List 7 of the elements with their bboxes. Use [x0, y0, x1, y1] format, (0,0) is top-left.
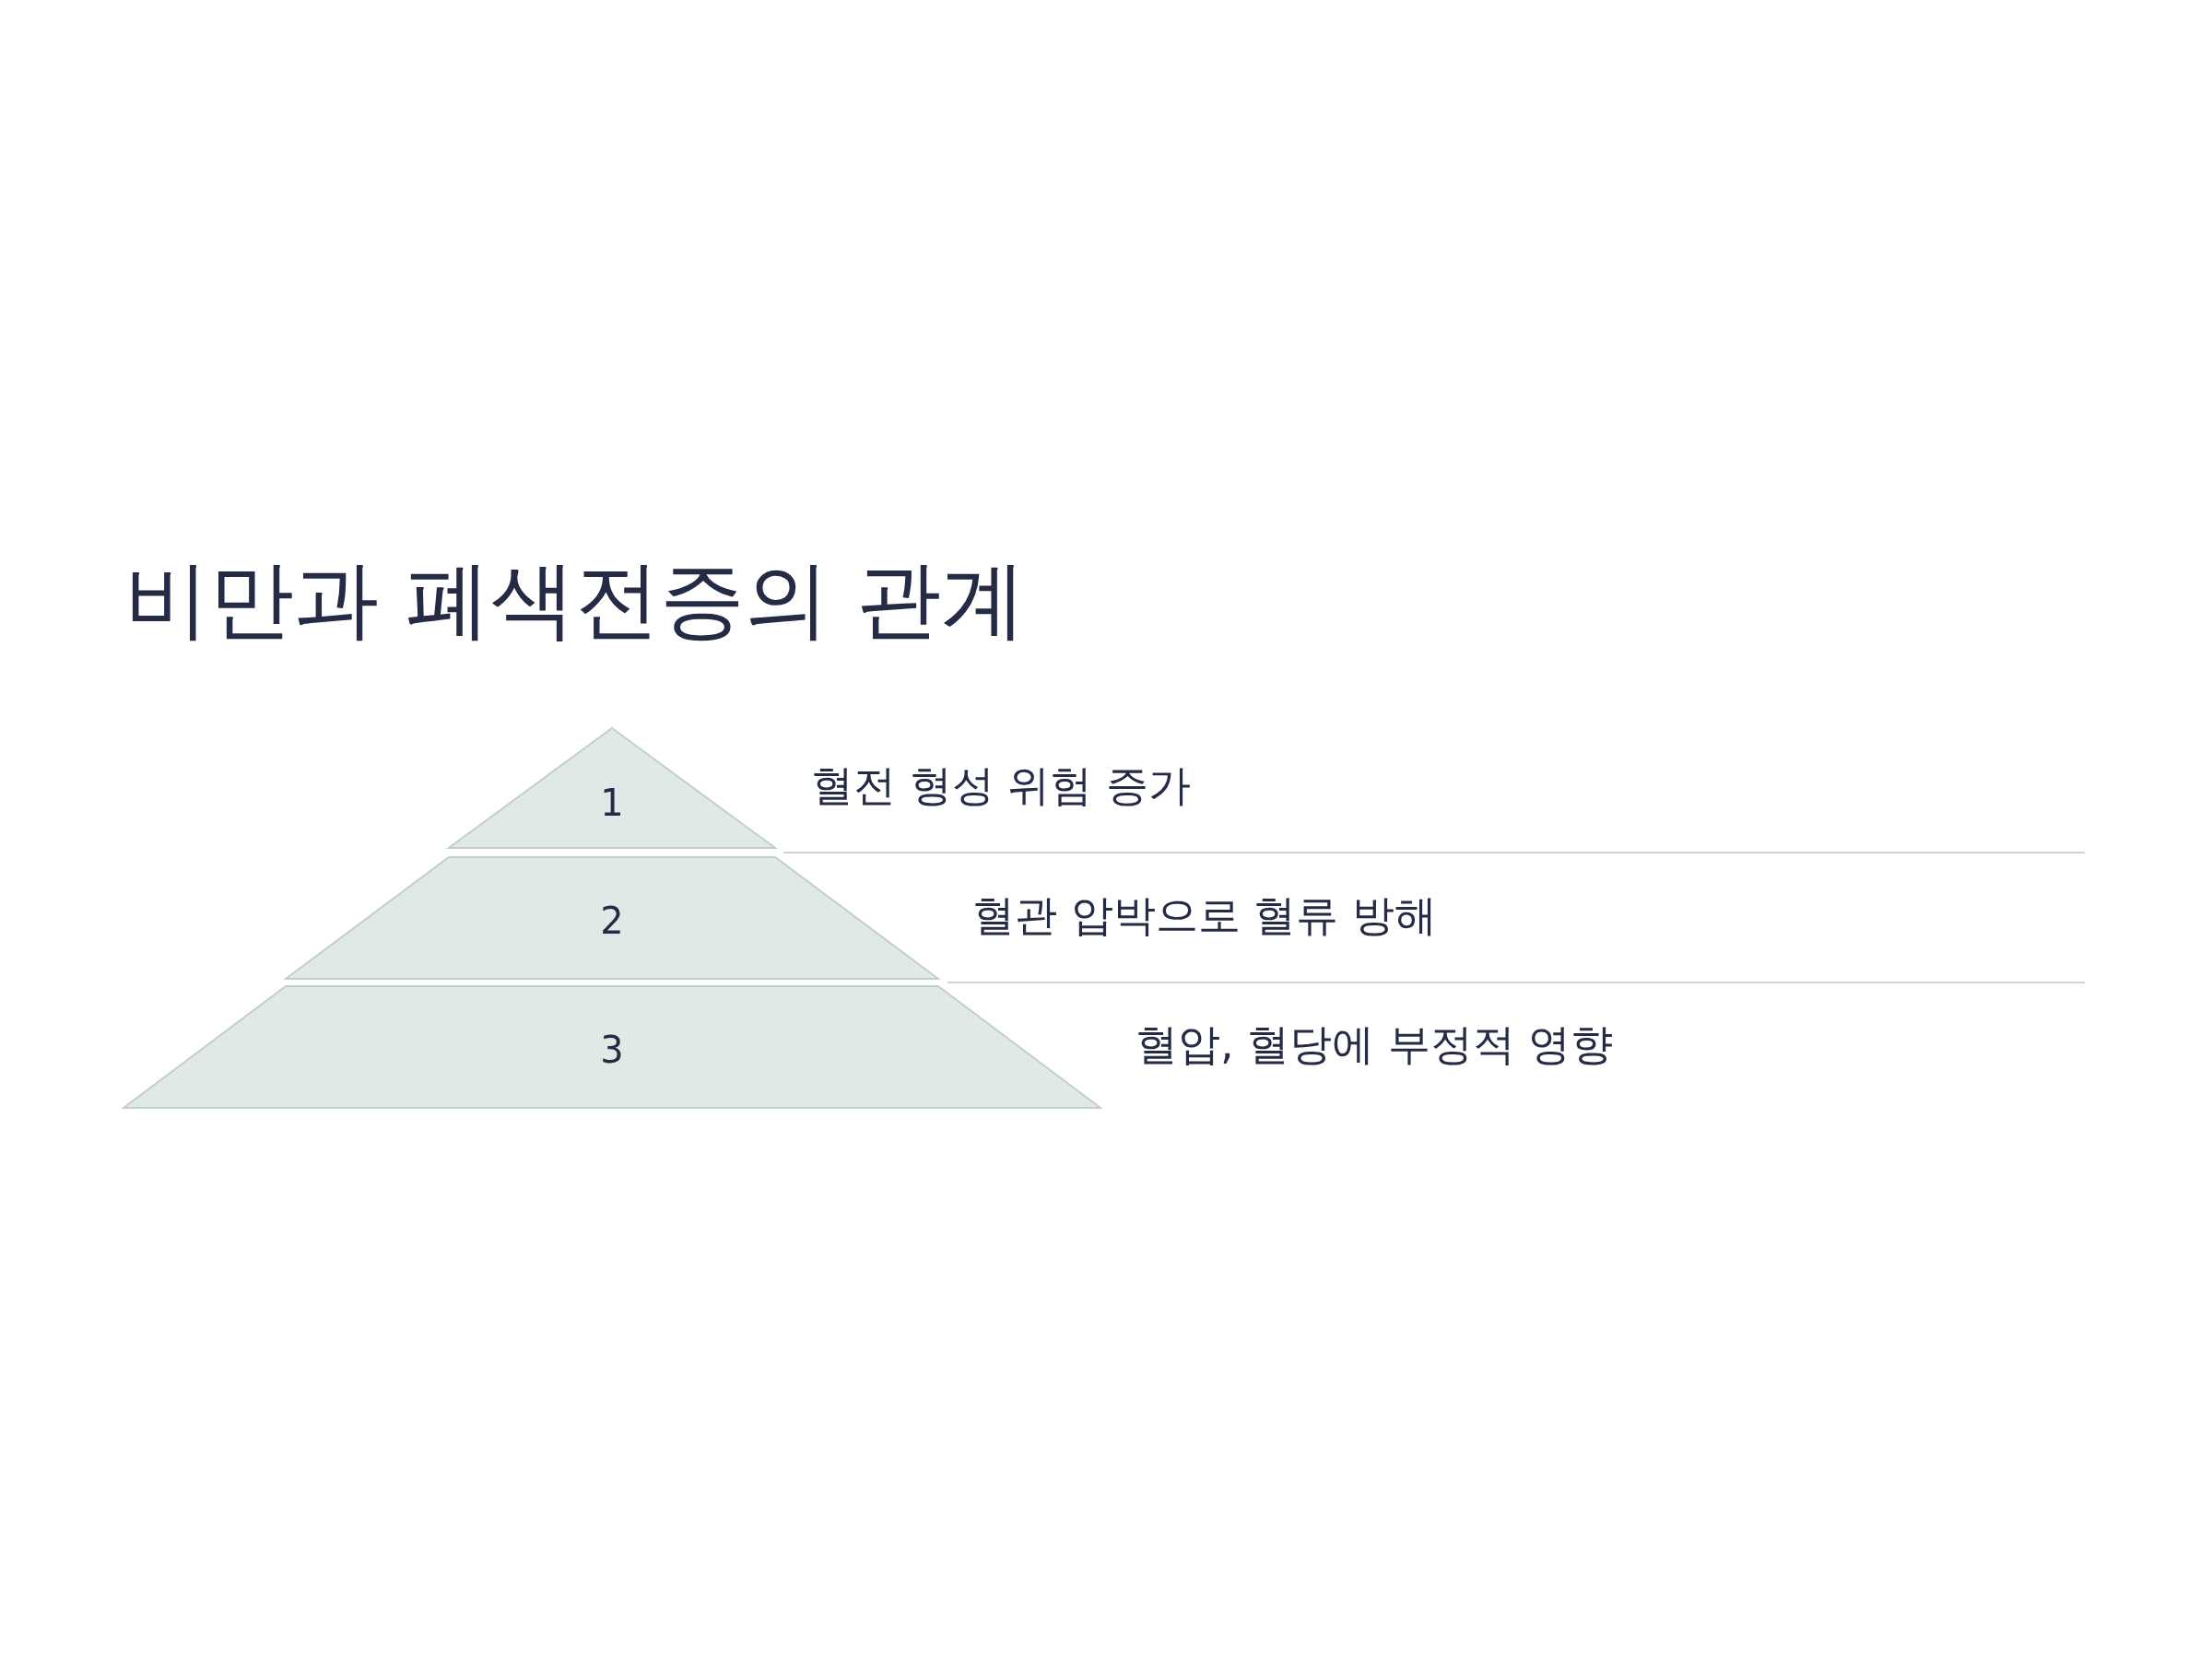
tier-number: 2	[600, 901, 624, 939]
diagram-title: 비만과 폐색전증의 관계	[124, 553, 1027, 647]
tier-number: 1	[600, 783, 624, 821]
tier-description: 혈전 형성 위험 증가	[811, 764, 1191, 807]
tier-number: 3	[600, 1030, 624, 1068]
tier-description: 혈압, 혈당에 부정적 영향	[1135, 1023, 1614, 1066]
tier-description: 혈관 압박으로 혈류 방해	[972, 894, 1437, 937]
